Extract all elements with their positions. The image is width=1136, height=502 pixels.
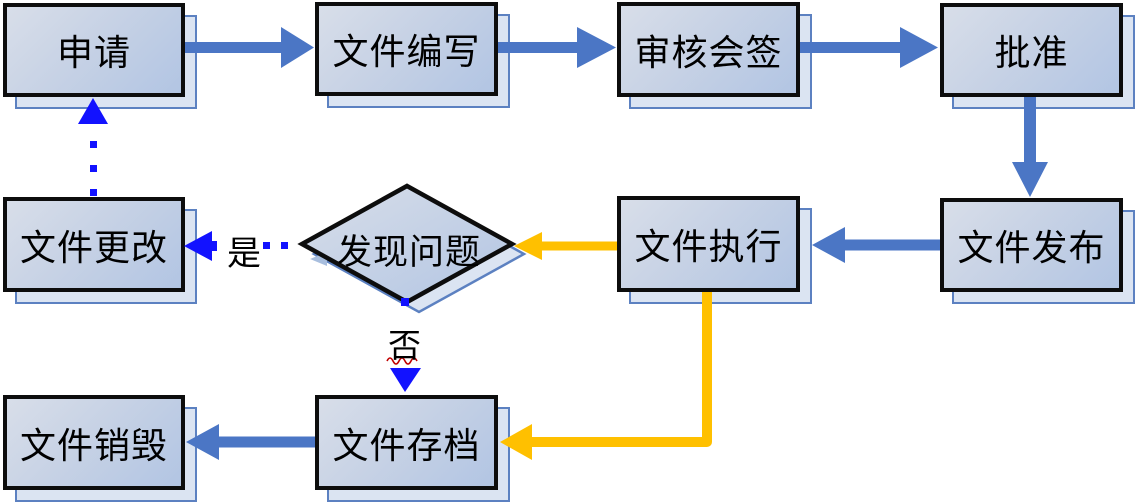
node-decision-label: 发现问题 [337,233,482,273]
arrow-release-to-execute [812,227,940,263]
edge-label-yes: 是 [227,234,261,274]
arrow-review-to-approve [800,27,938,68]
dotted-arrow-stub [212,241,217,251]
node-archive: 文件存档 [315,395,498,490]
arrow-write-to-review [498,27,616,68]
node-archive-label: 文件存档 [332,425,481,467]
node-write: 文件编写 [315,2,498,96]
edge-label-no: 否 [388,326,421,365]
node-release-label: 文件发布 [957,228,1106,269]
dotted-dot [281,242,288,249]
arrow-execute-to-archive [500,292,712,460]
node-write-label: 文件编写 [332,32,481,73]
node-execute: 文件执行 [617,196,800,292]
dotted-arrow-change-to-apply [78,98,108,196]
arrow-execute-to-decision [514,232,617,260]
node-destroy: 文件销毁 [3,395,185,490]
arrow-execute-to-archive-line [532,292,712,447]
dotted-dot [90,141,97,148]
dotted-arrowhead-down [390,368,421,392]
dotted-dot [401,298,409,306]
dotted-dot [263,242,270,249]
dotted-dot [90,189,97,196]
arrow-approve-to-release [1012,97,1048,197]
node-apply-label: 申请 [56,33,131,74]
node-approve: 批准 [940,3,1123,97]
node-change: 文件更改 [3,197,185,292]
node-approve-label: 批准 [994,33,1069,74]
node-apply: 申请 [3,3,185,97]
arrow-apply-to-write [185,27,314,68]
dotted-dot [90,165,97,172]
node-change-label: 文件更改 [19,227,168,269]
node-review-label: 审核会签 [634,32,783,74]
node-release: 文件发布 [940,198,1123,292]
dotted-arrowhead-shadow [310,252,327,266]
node-destroy-label: 文件销毁 [19,425,168,467]
node-execute-label: 文件执行 [634,227,783,268]
node-review: 审核会签 [617,2,800,97]
arrow-archive-to-destroy [186,424,315,460]
